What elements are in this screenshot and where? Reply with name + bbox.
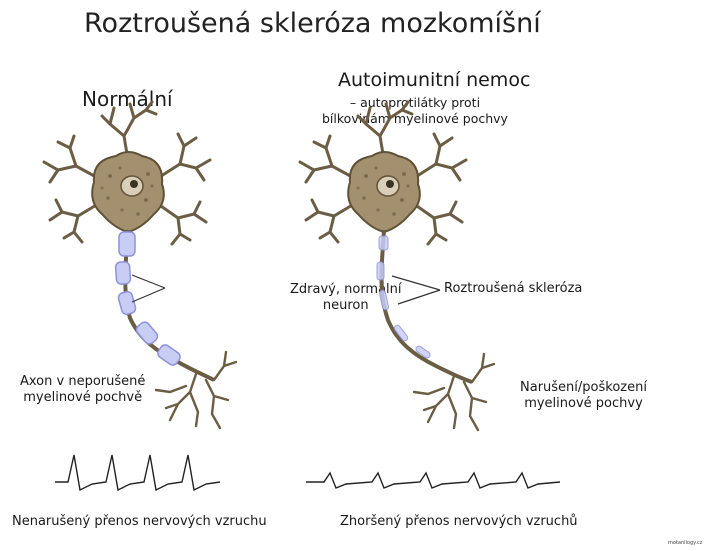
- damaged-myelin-sheath: [377, 236, 431, 359]
- impaired-signal-trace: [306, 473, 560, 488]
- intact-myelin-sheath: [115, 232, 182, 367]
- normal-neuron: [44, 102, 236, 428]
- normal-signal-trace: [55, 455, 220, 490]
- ms-neuron: [300, 102, 494, 430]
- axon-terminal: [414, 354, 494, 430]
